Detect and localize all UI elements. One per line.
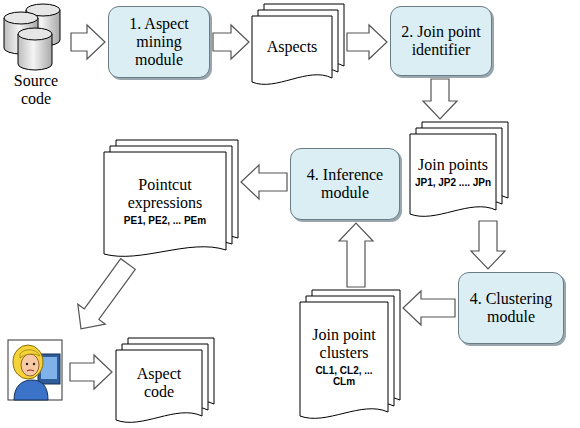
block-arrow	[471, 221, 505, 269]
document-stack: Aspects	[252, 4, 344, 86]
text-area: 4. Clustering module	[459, 273, 563, 343]
process-box: 4. Clustering module	[458, 272, 564, 344]
document-page	[104, 152, 226, 256]
node-label: Aspect code	[120, 365, 198, 401]
document-page	[300, 302, 388, 418]
block-arrow	[403, 291, 455, 325]
process-box: 4. Inference module	[290, 148, 400, 220]
id-list: CL1, CL2, ... CLm	[304, 365, 384, 387]
document-page	[252, 16, 332, 84]
text-area: Source code	[4, 70, 68, 110]
node-label: 2. Join point identifier	[397, 23, 485, 59]
text-area: Join pointsJP1, JP2 .... JPn	[410, 134, 496, 210]
document-page	[116, 350, 202, 422]
process-box: 1. Aspect mining module	[108, 6, 210, 78]
text-area: 1. Aspect mining module	[109, 7, 209, 77]
node-label: Join points	[418, 156, 488, 174]
node-label: Pointcut expressions	[108, 176, 222, 212]
block-arrow	[241, 165, 287, 199]
node-label: 4. Inference module	[297, 166, 393, 202]
user-icon	[8, 340, 62, 400]
node-label: Join point clusters	[304, 326, 384, 362]
document-page	[410, 134, 496, 216]
id-list: PE1, PE2, ... PEm	[124, 215, 206, 226]
document-stack: Aspect code	[116, 338, 214, 424]
database-cylinders	[4, 4, 60, 70]
text-area: Join point clustersCL1, CL2, ... CLm	[300, 302, 388, 412]
process-box: 2. Join point identifier	[390, 6, 492, 76]
text-area: 2. Join point identifier	[391, 7, 491, 75]
database-node: Source code	[4, 4, 68, 110]
block-arrow	[423, 79, 457, 119]
block-arrow	[213, 25, 249, 59]
text-area: Aspect code	[116, 350, 202, 416]
document-stack: Join point clustersCL1, CL2, ... CLm	[300, 290, 400, 420]
block-arrow	[339, 223, 373, 287]
text-area: Pointcut expressionsPE1, PE2, ... PEm	[104, 152, 226, 250]
block-arrow	[347, 25, 387, 59]
node-label: 1. Aspect mining module	[115, 15, 203, 69]
block-arrow	[67, 254, 142, 339]
text-area: 4. Inference module	[291, 149, 399, 219]
node-label: Source code	[4, 72, 68, 108]
text-area: Aspects	[252, 16, 332, 78]
block-arrow	[71, 25, 105, 59]
document-stack: Pointcut expressionsPE1, PE2, ... PEm	[104, 140, 238, 258]
id-list: JP1, JP2 .... JPn	[415, 177, 491, 188]
node-label: 4. Clustering module	[465, 290, 557, 326]
block-arrow	[70, 355, 112, 389]
document-stack: Join pointsJP1, JP2 .... JPn	[410, 122, 508, 218]
node-label: Aspects	[267, 38, 318, 56]
